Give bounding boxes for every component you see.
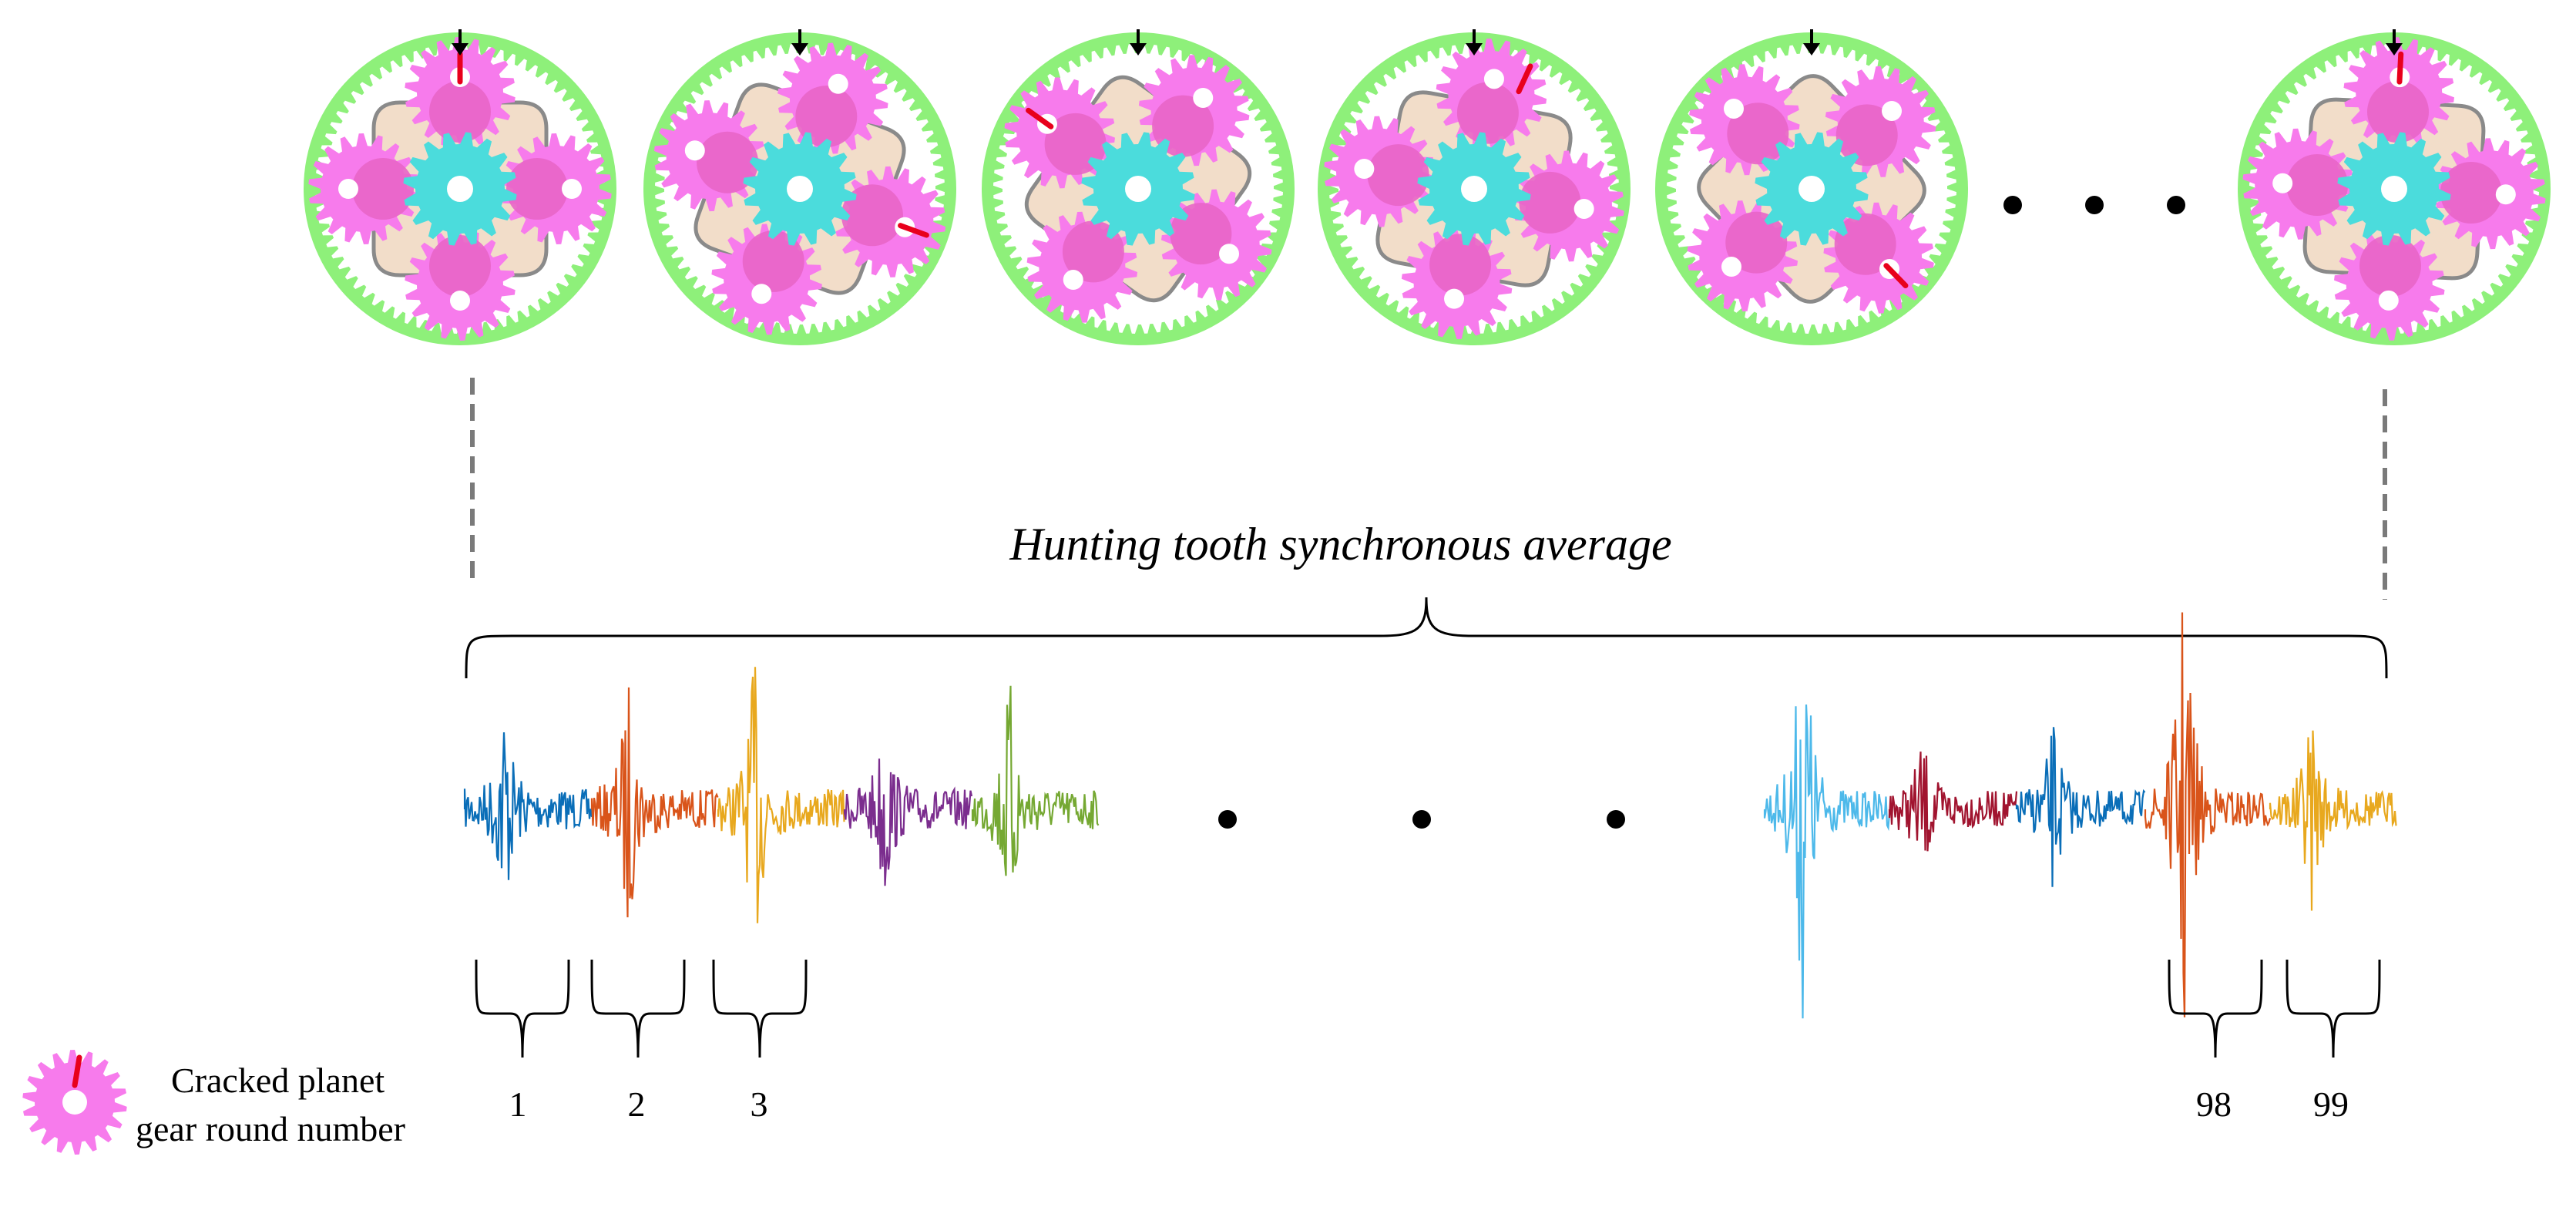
gearbox-sequence — [304, 29, 2551, 345]
ellipsis-top — [2003, 196, 2185, 214]
crack-mark — [2396, 51, 2404, 85]
planet-mesh-region — [795, 86, 858, 148]
planet-pin — [450, 291, 470, 311]
signal-segment — [717, 667, 845, 923]
signal-segment — [2015, 727, 2146, 887]
planet-pin — [2272, 173, 2293, 193]
planet-mesh-region — [352, 158, 414, 220]
signal-segment — [843, 758, 973, 886]
planet-pin — [1573, 198, 1594, 219]
round-label-3: 3 — [751, 1084, 768, 1124]
diagram-title: Hunting tooth synchronous average — [1009, 519, 1671, 570]
round-label-1: 1 — [509, 1084, 527, 1124]
sun-gear-bore — [447, 176, 473, 202]
planet-pin — [338, 179, 358, 199]
round-braces — [475, 959, 2381, 1058]
round-label-99: 99 — [2313, 1084, 2349, 1124]
planet-pin — [562, 179, 582, 199]
round-brace — [475, 959, 570, 1058]
signal-segment — [1888, 752, 2018, 852]
planet-mesh-region — [1429, 234, 1492, 296]
planetary-gearbox-unit — [2238, 29, 2551, 345]
planet-pin — [1721, 257, 1741, 277]
signal-segment — [971, 685, 1100, 876]
planet-pin — [1219, 244, 1240, 264]
sun-gear-bore — [1461, 176, 1487, 202]
signal-segment — [2144, 612, 2272, 1017]
reference-arrow-icon — [1803, 43, 1820, 55]
planet-mesh-region — [2366, 81, 2429, 143]
cracked-planet-gear-icon — [22, 1050, 127, 1155]
reference-arrow-icon — [791, 43, 808, 55]
signal-traces — [463, 612, 2397, 1019]
legend-gear-bore — [62, 1090, 87, 1115]
planet-mesh-region — [2286, 154, 2349, 217]
reference-arrow-icon — [2386, 43, 2403, 55]
legend-crack-mark — [72, 1054, 82, 1088]
planet-pin — [1354, 159, 1375, 180]
legend-line-1: Cracked planet — [171, 1061, 385, 1100]
planet-pin — [2495, 184, 2516, 205]
ellipsis-signal — [1218, 810, 1625, 829]
planet-mesh-region — [429, 235, 491, 297]
planet-mesh-region — [1835, 104, 1898, 166]
planetary-gearbox-unit — [304, 29, 616, 345]
planet-mesh-region — [1519, 171, 1581, 234]
planet-mesh-region — [841, 184, 903, 247]
planetary-gearbox-unit — [643, 29, 956, 345]
planet-pin — [1723, 98, 1744, 119]
planet-mesh-region — [2440, 161, 2502, 224]
planet-pin — [1444, 288, 1465, 309]
planet-pin — [2378, 290, 2399, 311]
planet-mesh-region — [697, 131, 759, 193]
planet-mesh-region — [506, 158, 568, 220]
planet-pin — [1483, 69, 1504, 89]
planet-mesh-region — [1456, 82, 1519, 144]
planet-pin — [828, 73, 848, 94]
sun-gear-bore — [1125, 176, 1151, 202]
signal-segment — [590, 687, 719, 918]
round-label-98: 98 — [2196, 1084, 2232, 1124]
reference-arrow-icon — [1466, 43, 1483, 55]
planet-mesh-region — [429, 81, 491, 143]
planetary-gearbox-unit — [1655, 29, 1968, 345]
planet-pin — [1882, 100, 1903, 121]
signal-segment — [2269, 730, 2397, 911]
legend: Cracked planet gear round number — [22, 1050, 405, 1155]
sun-gear-bore — [1798, 176, 1825, 202]
planet-pin — [751, 284, 772, 304]
planet-mesh-region — [1367, 144, 1429, 207]
reference-arrow-icon — [1130, 43, 1147, 55]
planet-pin — [1063, 270, 1083, 291]
legend-line-2: gear round number — [136, 1109, 405, 1148]
planet-mesh-region — [742, 230, 804, 292]
crack-mark — [898, 223, 929, 238]
round-brace — [2168, 959, 2263, 1058]
round-label-2: 2 — [628, 1084, 646, 1124]
overall-brace — [465, 597, 2388, 679]
planet-mesh-region — [1727, 103, 1789, 165]
round-brace — [712, 959, 808, 1058]
sun-gear-bore — [787, 176, 813, 202]
round-brace — [590, 959, 686, 1058]
signal-segment — [463, 732, 593, 880]
crack-mark — [1516, 63, 1533, 95]
planet-pin — [1193, 87, 1214, 108]
signal-segment — [1763, 704, 1891, 1019]
round-brace — [2285, 959, 2381, 1058]
planet-mesh-region — [1725, 211, 1788, 274]
planet-mesh-region — [2359, 234, 2422, 297]
sun-gear-bore — [2381, 176, 2407, 202]
crack-mark — [1026, 107, 1054, 129]
reference-arrow-icon — [452, 43, 469, 55]
planet-mesh-region — [1834, 213, 1896, 275]
crack-mark — [1883, 263, 1909, 289]
planetary-gearbox-unit — [982, 29, 1295, 345]
planetary-gearbox-unit — [1318, 29, 1631, 345]
planet-pin — [684, 140, 705, 161]
